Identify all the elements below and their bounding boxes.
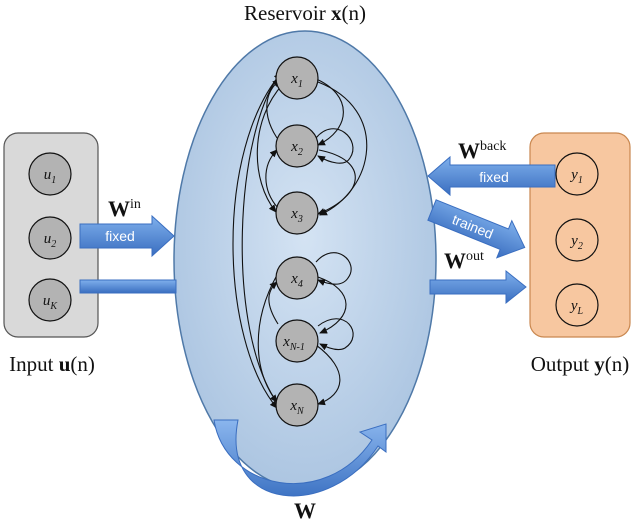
edge-xN1-x4 bbox=[268, 281, 279, 325]
recurrent-arrow-shape bbox=[213, 419, 387, 497]
edge-x4-self bbox=[315, 252, 352, 286]
edge-x2-self bbox=[315, 128, 354, 164]
input-weight-label: Win bbox=[108, 196, 141, 221]
edge-x1-xN bbox=[232, 71, 283, 409]
svg-text:u2: u2 bbox=[44, 231, 57, 250]
node-x2: x2 bbox=[275, 124, 319, 168]
edge-x4-xN bbox=[257, 274, 278, 403]
node-uK: uK bbox=[28, 278, 72, 322]
node-y2: y2 bbox=[555, 218, 599, 262]
edge-x4-xN1 bbox=[317, 276, 347, 334]
node-y1: y1 bbox=[555, 152, 599, 196]
svg-text:x3: x3 bbox=[290, 206, 303, 225]
node-u2: u2 bbox=[28, 216, 72, 260]
svg-text:u1: u1 bbox=[44, 167, 57, 186]
input-layer: u1 u2 uK Input u(n) fixed Win bbox=[3, 132, 177, 376]
node-x3: x3 bbox=[275, 191, 319, 235]
back-arrow-text: fixed bbox=[479, 169, 509, 185]
svg-text:xN: xN bbox=[289, 398, 305, 417]
back-weight-arrow: fixed bbox=[427, 155, 556, 197]
out-weight-label: Wout bbox=[444, 248, 484, 273]
node-x1: x1 bbox=[275, 56, 319, 100]
node-xN-1: xN-1 bbox=[275, 319, 319, 363]
input-label: Input u(n) bbox=[9, 352, 95, 376]
edge-x1-x3-left bbox=[256, 83, 284, 213]
edge-xN1-xN bbox=[315, 344, 341, 406]
svg-text:x2: x2 bbox=[290, 139, 303, 158]
svg-text:xN-1: xN-1 bbox=[282, 334, 305, 353]
reservoir-connections bbox=[232, 71, 368, 409]
node-u1: u1 bbox=[28, 152, 72, 196]
input-weight-arrow: fixed bbox=[79, 214, 175, 258]
reservoir-nodes: x1 x2 x3 x4 xN-1 xN bbox=[275, 56, 319, 427]
output-label: Output y(n) bbox=[531, 352, 630, 376]
edge-x1-x3 bbox=[317, 81, 368, 216]
edge-xN1-self bbox=[317, 318, 354, 351]
output-layer: y1 y2 yL Output y(n) fixed Wback trained… bbox=[427, 132, 631, 376]
edge-x3-x2 bbox=[265, 149, 279, 209]
edge-xN-x1 bbox=[241, 72, 282, 405]
edge-x2-x3-right bbox=[317, 149, 356, 215]
svg-text:yL: yL bbox=[569, 298, 584, 317]
svg-text:y1: y1 bbox=[569, 167, 583, 186]
reservoir-output-arrow bbox=[429, 269, 527, 305]
node-xN: xN bbox=[275, 383, 319, 427]
svg-text:y2: y2 bbox=[569, 233, 583, 252]
input-bypass-arrow bbox=[79, 279, 177, 294]
recurrent-weight-label: W bbox=[294, 498, 316, 521]
svg-text:uK: uK bbox=[43, 293, 59, 312]
reservoir: Reservoir x(n) bbox=[173, 1, 437, 521]
reservoir-title: Reservoir x(n) bbox=[244, 1, 366, 25]
back-weight-label: Wback bbox=[458, 138, 506, 163]
svg-text:x4: x4 bbox=[290, 271, 303, 290]
edge-x1-x2 bbox=[313, 77, 344, 146]
edge-x2-x1 bbox=[266, 79, 281, 139]
recurrent-w-arrow bbox=[213, 419, 387, 497]
node-x4: x4 bbox=[275, 256, 319, 300]
input-arrow-text: fixed bbox=[105, 228, 135, 244]
svg-text:x1: x1 bbox=[290, 71, 303, 90]
node-yL: yL bbox=[555, 283, 599, 327]
